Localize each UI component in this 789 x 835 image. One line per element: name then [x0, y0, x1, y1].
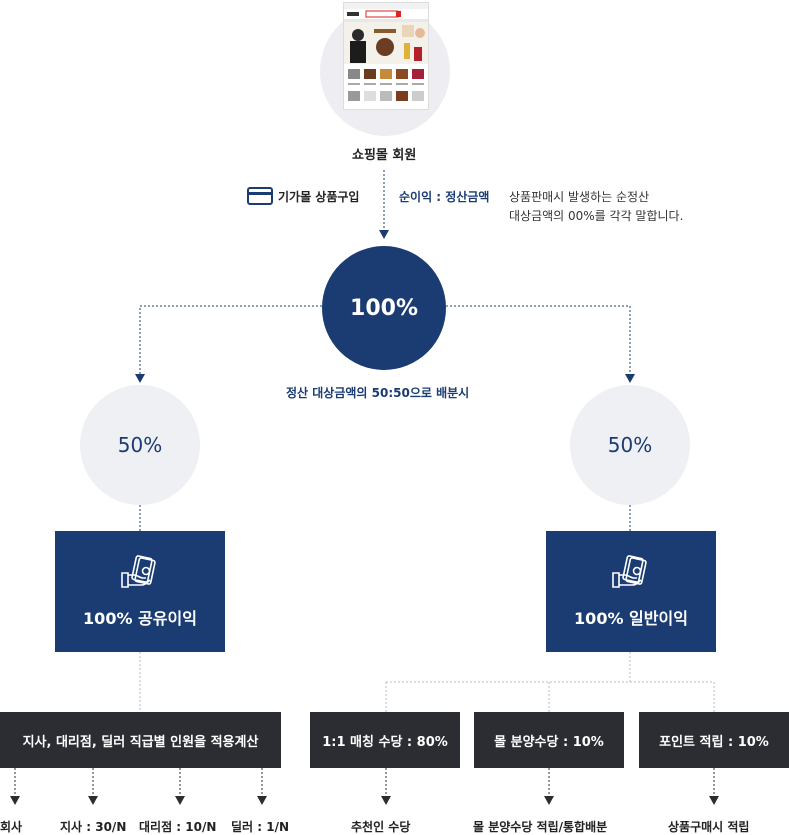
total-percent: 100%	[350, 295, 418, 321]
shared-profit-label: 100% 공유이익	[83, 608, 197, 628]
right-percent-circle: 50%	[570, 385, 690, 505]
output-dealer: 딜러 : 1/N	[231, 820, 290, 834]
shared-profit-box: 100% 공유이익	[55, 531, 225, 652]
shop-member-label: 쇼핑몰 회원	[352, 148, 417, 163]
net-profit-desc-line1: 상품판매시 발생하는 순정산	[509, 190, 650, 204]
general-profit-box: 100% 일반이익	[546, 531, 716, 652]
mall-allotment-label: 몰 분양수당 : 10%	[494, 734, 604, 750]
right-percent: 50%	[607, 433, 653, 457]
point-accumulation-box: 포인트 적립 : 10%	[639, 712, 789, 768]
output-company: 회사	[0, 820, 23, 834]
matching-bonus-label: 1:1 매칭 수당 : 80%	[322, 734, 448, 750]
money-hand-icon	[611, 554, 651, 593]
matching-bonus-box: 1:1 매칭 수당 : 80%	[310, 712, 460, 768]
output-purchase-points: 상품구매시 적립	[668, 820, 750, 834]
credit-card-icon	[247, 187, 273, 205]
output-agency: 대리점 : 10/N	[139, 820, 217, 834]
left-percent-circle: 50%	[80, 385, 200, 505]
output-branch: 지사 : 30/N	[60, 820, 127, 834]
rank-calculation-label: 지사, 대리점, 딜러 직급별 인원을 적용계산	[22, 734, 259, 750]
general-profit-label: 100% 일반이익	[574, 608, 688, 628]
point-accumulation-label: 포인트 적립 : 10%	[659, 734, 769, 750]
purchase-label: 기가몰 상품구입	[278, 190, 360, 204]
left-percent: 50%	[117, 433, 163, 457]
output-referral: 추천인 수당	[351, 820, 411, 834]
output-mall-allotment: 몰 분양수당 적립/통합배분	[473, 820, 608, 834]
net-profit-label: 순이익 : 정산금액	[399, 190, 490, 204]
total-percent-circle: 100%	[322, 246, 446, 370]
mall-allotment-box: 몰 분양수당 : 10%	[474, 712, 624, 768]
money-hand-icon	[120, 554, 160, 593]
rank-calculation-box: 지사, 대리점, 딜러 직급별 인원을 적용계산	[0, 712, 281, 768]
shop-screenshot-image	[343, 2, 429, 110]
net-profit-desc-line2: 대상금액의 00%를 각각 말합니다.	[509, 209, 684, 223]
distribution-caption: 정산 대상금액의 50:50으로 배분시	[286, 386, 470, 400]
